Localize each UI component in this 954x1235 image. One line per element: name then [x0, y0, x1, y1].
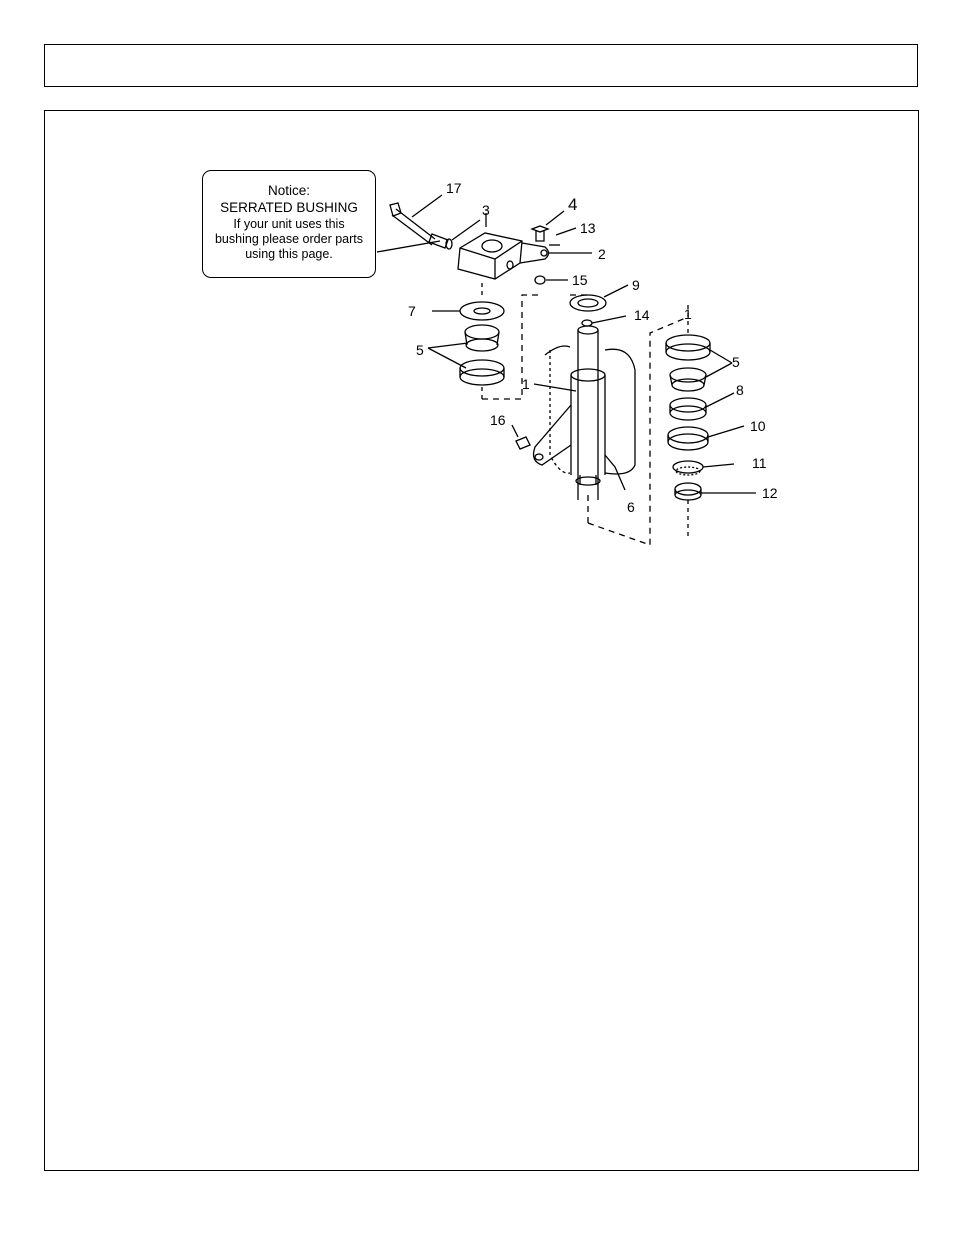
callout-5-left: 5: [416, 342, 424, 358]
notice-title: Notice:: [267, 183, 311, 198]
notice-line-1: If your unit uses this: [233, 217, 345, 231]
notice-line-2: bushing please order parts: [214, 232, 363, 246]
callout-3: 3: [482, 202, 490, 218]
bearing-cone-5a: [464, 324, 500, 340]
callout-2: 2: [598, 246, 606, 262]
callout-8: 8: [736, 382, 744, 398]
header-box: [44, 44, 918, 87]
callout-6: 6: [627, 499, 635, 515]
callout-labels: 17 3 4 13 2 15 9 14 7 5 1 1 5 8 10 11 12…: [408, 180, 778, 515]
seal-8: [669, 397, 707, 413]
callout-1-left: 1: [522, 376, 530, 392]
key-14: [581, 319, 593, 327]
callout-1-right: 1: [684, 306, 692, 322]
callout-4: 4: [568, 195, 577, 214]
callout-10: 10: [750, 418, 766, 434]
callout-7: 7: [408, 303, 416, 319]
washer-9: [569, 294, 607, 312]
washer-7: [459, 301, 505, 321]
callout-13: 13: [580, 220, 596, 236]
bolt-head-17: [389, 202, 402, 217]
spindle-exploded-diagram: 17 3 4 13 2 15 9 14 7 5 1 1 5 8 10 11 12…: [90, 155, 850, 580]
grease-fitting-4: [530, 225, 550, 242]
parts-diagram-svg: 17 3 4 13 2 15 9 14 7 5 1 1 5 8 10 11 12…: [376, 180, 778, 546]
notice-line-3: using this page.: [245, 247, 333, 261]
callout-16: 16: [490, 412, 506, 428]
callout-15: 15: [572, 272, 588, 288]
callout-14: 14: [634, 307, 650, 323]
callout-17: 17: [446, 180, 462, 196]
seal-10: [667, 426, 709, 444]
bearing-cup-5a: [459, 359, 505, 377]
plug-15: [534, 275, 546, 285]
callout-9: 9: [632, 277, 640, 293]
serrated-bushing-3: [428, 233, 449, 249]
callout-11: 11: [752, 455, 767, 471]
spindle-nut-12: [674, 482, 702, 496]
notice-subtitle: SERRATED BUSHING: [220, 200, 358, 215]
main-content-box: [44, 110, 919, 1171]
bolt-shaft-17: [391, 208, 436, 246]
callout-12: 12: [762, 485, 778, 501]
spindle-shaft-1: [577, 330, 599, 500]
lock-washer-11: [672, 460, 704, 474]
callout-5-right: 5: [732, 354, 740, 370]
serrated-bushing-notice: Notice: SERRATED BUSHING If your unit us…: [202, 170, 376, 278]
bearing-cup-5b: [665, 334, 711, 352]
grease-fitting-16: [515, 436, 531, 450]
bearing-cone-5b: [669, 367, 707, 383]
spindle-arm-lug: [532, 404, 572, 466]
